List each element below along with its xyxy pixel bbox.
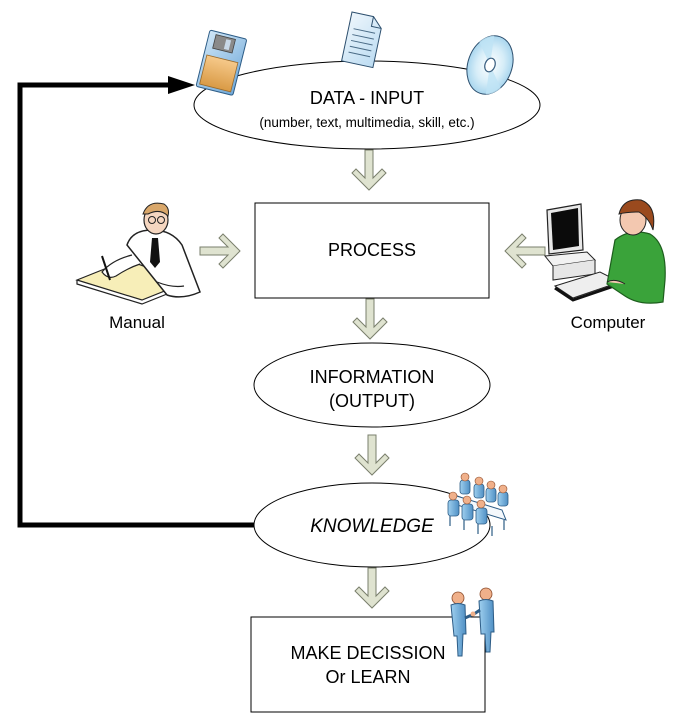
man-writing-icon — [75, 202, 201, 305]
data-input-node: DATA - INPUT (number, text, multimedia, … — [193, 60, 541, 150]
decision-line1: MAKE DECISSION — [290, 643, 445, 663]
decision-node: MAKE DECISSION Or LEARN — [250, 616, 486, 713]
information-line1: INFORMATION — [310, 367, 435, 387]
handshake-icon — [450, 587, 495, 657]
arrow-process-to-information — [352, 298, 388, 340]
information-line2: (OUTPUT) — [329, 391, 415, 411]
arrow-manual-to-process — [199, 233, 241, 269]
information-node: INFORMATION (OUTPUT) — [253, 342, 491, 428]
knowledge-node: KNOWLEDGE — [253, 482, 491, 568]
manual-label: Manual — [109, 313, 165, 332]
cd-disc-icon — [466, 35, 514, 95]
arrow-information-to-knowledge — [354, 434, 390, 476]
arrow-input-to-process — [351, 149, 387, 191]
decision-line2: Or LEARN — [325, 667, 410, 687]
process-node: PROCESS — [254, 202, 490, 299]
computer-label: Computer — [571, 313, 646, 332]
knowledge-title: KNOWLEDGE — [310, 516, 434, 537]
data-input-title: DATA - INPUT — [310, 88, 424, 108]
document-icon — [341, 11, 382, 69]
arrow-computer-to-process — [504, 233, 546, 269]
woman-at-computer-icon — [544, 199, 666, 304]
data-input-subtitle: (number, text, multimedia, skill, etc.) — [259, 115, 474, 130]
arrow-knowledge-to-decision — [354, 567, 390, 609]
floppy-disk-icon — [195, 29, 247, 96]
process-title: PROCESS — [328, 240, 416, 260]
feedback-loop-arrow — [17, 76, 256, 528]
meeting-table-icon — [447, 472, 509, 536]
